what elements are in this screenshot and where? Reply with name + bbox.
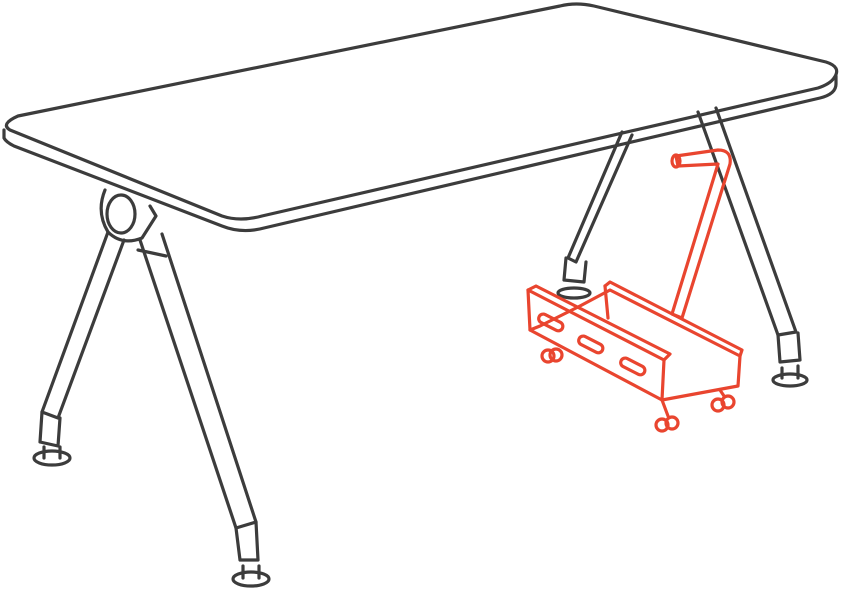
tabletop [2, 2, 839, 233]
desk-icon [2, 2, 839, 588]
front-leg [32, 188, 271, 588]
back-leg [556, 106, 809, 388]
cpu-holder-icon [526, 148, 744, 433]
caster-wheels [540, 347, 736, 433]
cpu-holder-handle [670, 148, 732, 320]
